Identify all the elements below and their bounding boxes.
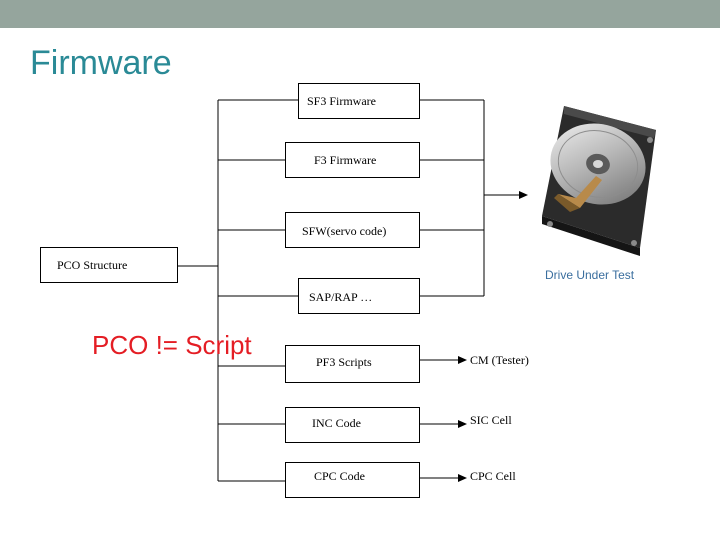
sf3-firmware-label: SF3 Firmware: [307, 94, 376, 108]
cm-tester-label: CM (Tester): [470, 353, 529, 367]
sap-rap-label: SAP/RAP …: [309, 290, 373, 304]
pf3-scripts-label: PF3 Scripts: [316, 355, 372, 369]
inc-code-box: INC Code: [285, 407, 420, 443]
pf3-scripts-box: PF3 Scripts: [285, 345, 420, 383]
cpc-code-box: CPC Code: [285, 462, 420, 498]
f3-firmware-label: F3 Firmware: [314, 153, 377, 167]
slide-title: Firmware: [30, 44, 172, 82]
cpc-cell-label: CPC Cell: [470, 469, 516, 483]
inc-code-label: INC Code: [312, 416, 361, 430]
sfw-servo-box: SFW(servo code): [285, 212, 420, 248]
sfw-servo-label: SFW(servo code): [302, 224, 387, 238]
cpc-code-label: CPC Code: [314, 469, 366, 483]
pco-note: PCO != Script: [92, 330, 252, 360]
f3-firmware-box: F3 Firmware: [285, 142, 420, 178]
sap-rap-box: SAP/RAP …: [298, 278, 420, 314]
hard-drive-icon: [542, 106, 656, 256]
top-accent-bar: [0, 0, 720, 28]
pco-structure-box: PCO Structure: [40, 247, 178, 283]
pco-structure-label: PCO Structure: [57, 258, 128, 272]
drive-under-test-label: Drive Under Test: [545, 268, 635, 282]
sf3-firmware-box: SF3 Firmware: [298, 83, 420, 119]
sic-cell-label: SIC Cell: [470, 413, 512, 427]
